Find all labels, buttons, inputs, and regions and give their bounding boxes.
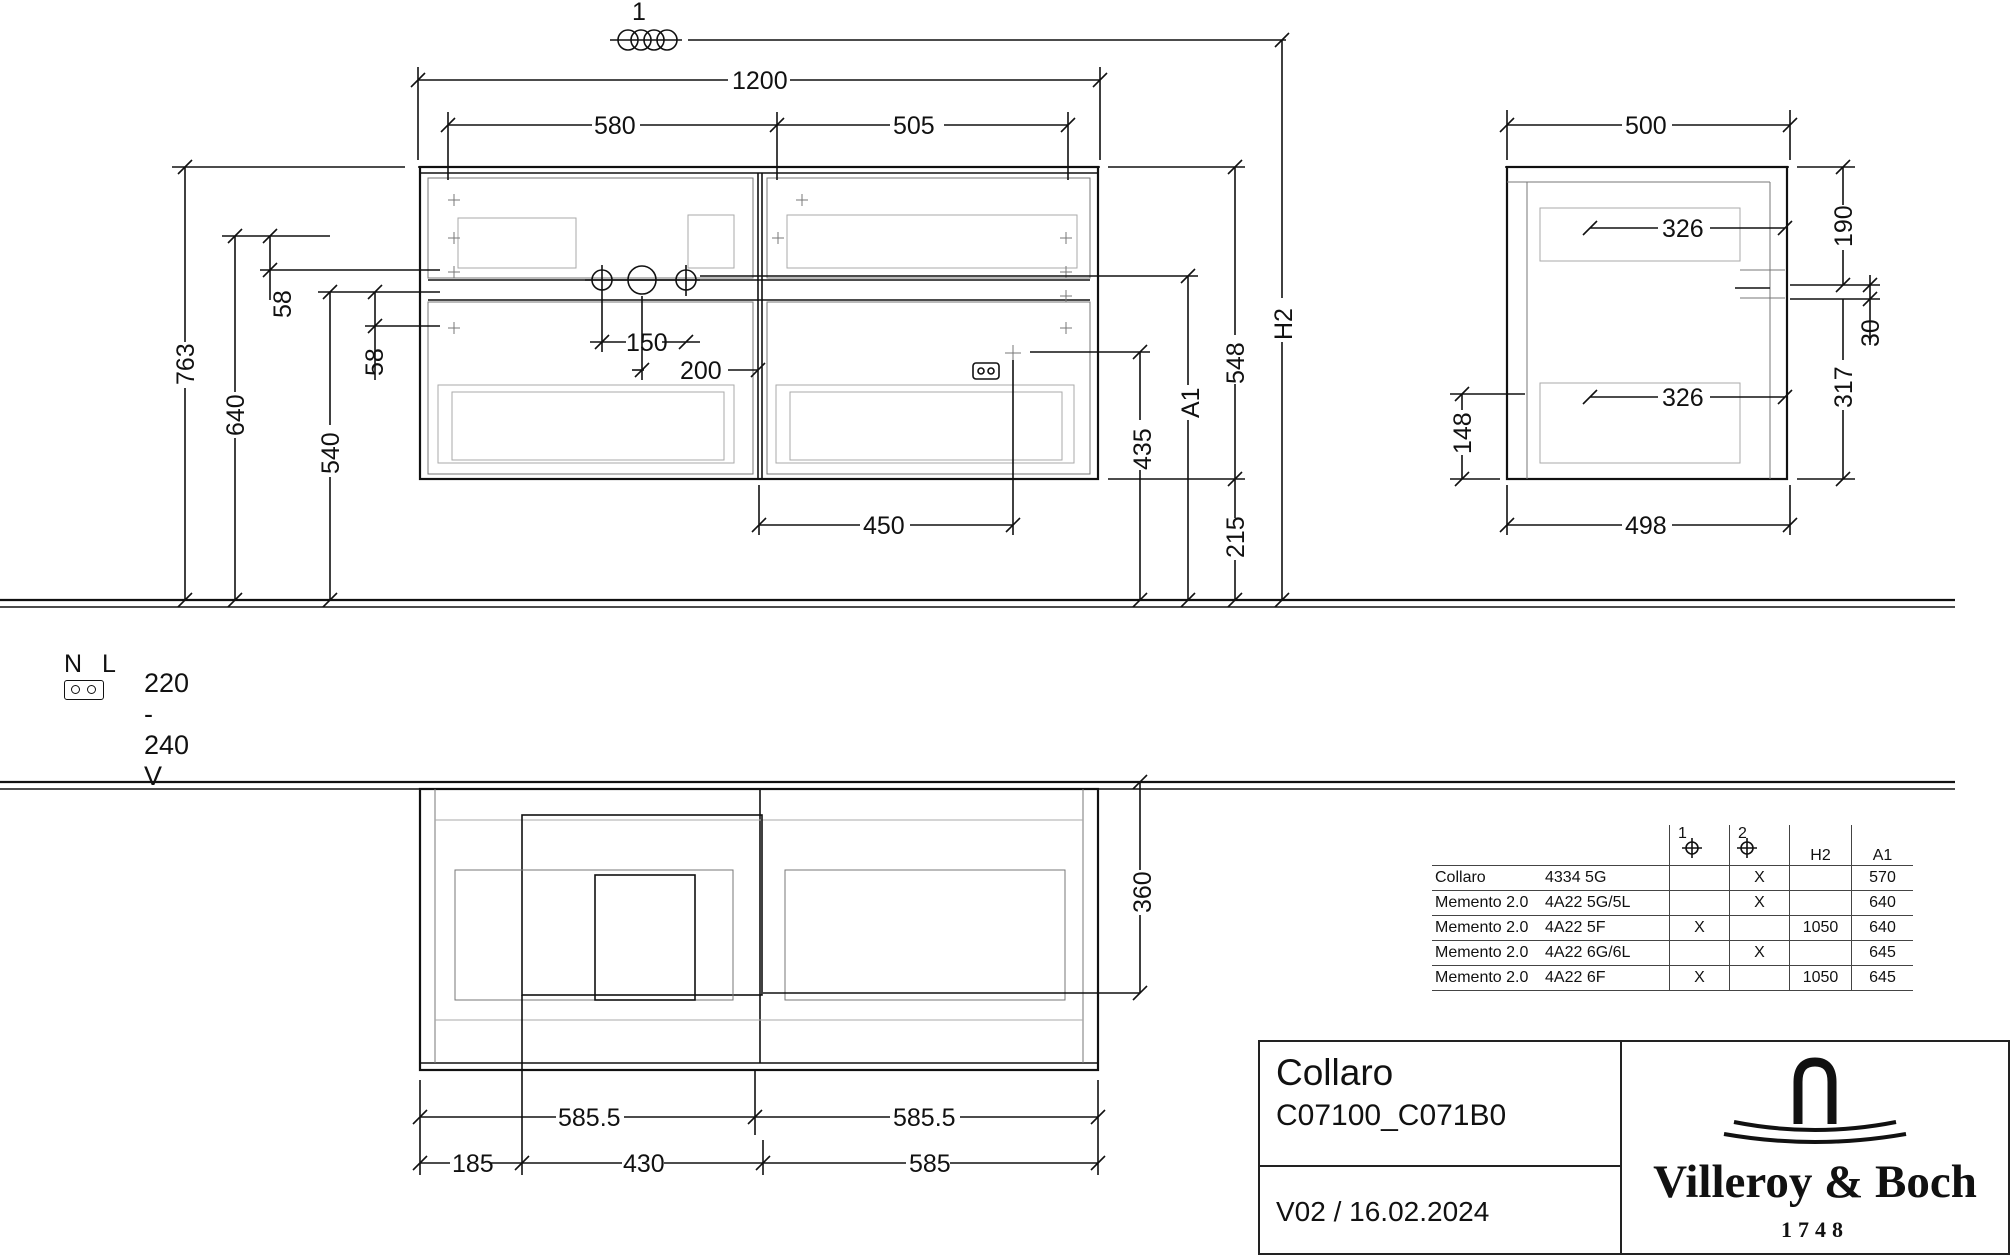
dim-326-bottom: 326 bbox=[1582, 384, 1793, 412]
dim-505: 505 bbox=[777, 112, 1076, 180]
dim-640-label: 640 bbox=[222, 394, 250, 436]
dim-580-label: 580 bbox=[594, 112, 636, 140]
brand-name: Villeroy & Boch bbox=[1653, 1156, 1977, 1208]
socket-icon bbox=[64, 680, 104, 700]
dim-360: 360 bbox=[1129, 774, 1157, 1001]
title-block-info: Collaro C07100_C071B0 V02 / 16.02.2024 bbox=[1260, 1042, 1622, 1253]
dim-200: 200 bbox=[632, 352, 766, 385]
table-row: Memento 2.0 4A22 6G/6L X 645 bbox=[1432, 940, 1913, 966]
dim-58-a-label: 58 bbox=[269, 290, 297, 318]
dim-185-430-585: 185 430 585 bbox=[412, 995, 1106, 1178]
dim-505-label: 505 bbox=[893, 112, 935, 140]
dim-580: 580 bbox=[440, 112, 785, 180]
dim-58-b: 58 bbox=[361, 284, 440, 380]
callout-1: 1 bbox=[610, 0, 1286, 51]
header-col-1: 1 bbox=[1669, 825, 1730, 866]
dim-585-5-left-label: 585.5 bbox=[558, 1104, 621, 1132]
dim-a1-label: A1 bbox=[1177, 387, 1205, 418]
dim-150-label: 150 bbox=[626, 329, 668, 357]
dim-200-label: 200 bbox=[680, 357, 722, 385]
callout-1-label: 1 bbox=[632, 0, 646, 26]
table-row: Memento 2.0 4A22 5F X 1050 640 bbox=[1432, 915, 1913, 941]
floor-line-top bbox=[0, 598, 1955, 608]
dim-500: 500 bbox=[1499, 110, 1798, 160]
dim-30: 30 bbox=[1790, 275, 1885, 347]
dim-326-top-label: 326 bbox=[1662, 215, 1704, 243]
title-block: Collaro C07100_C071B0 V02 / 16.02.2024 V… bbox=[1258, 1040, 2010, 1255]
side-view-cabinet bbox=[1505, 165, 1789, 481]
faucet-logo-icon bbox=[1723, 1057, 1907, 1144]
dim-326-top: 326 bbox=[1582, 215, 1793, 243]
dim-148: 148 bbox=[1449, 386, 1525, 487]
dim-317-label: 317 bbox=[1830, 366, 1858, 408]
voltage-label: 220 - 240 V bbox=[144, 668, 190, 791]
dim-h2: H2 bbox=[1270, 32, 1298, 608]
header-col-2: 2 bbox=[1729, 825, 1790, 866]
header-h2: H2 bbox=[1789, 825, 1852, 866]
header-series bbox=[1432, 825, 1542, 866]
dim-450: 450 bbox=[751, 360, 1021, 540]
brand-year: 1748 bbox=[1781, 1217, 1849, 1242]
dim-30-label: 30 bbox=[1857, 319, 1885, 347]
dim-585-label: 585 bbox=[909, 1150, 951, 1178]
dim-215-label: 215 bbox=[1222, 516, 1250, 558]
dim-763-label: 763 bbox=[172, 343, 200, 385]
dim-498-label: 498 bbox=[1625, 512, 1667, 540]
table-row: Memento 2.0 4A22 5G/5L X 640 bbox=[1432, 890, 1913, 916]
header-a1: A1 bbox=[1851, 825, 1913, 866]
table-row: Collaro 4334 5G X 570 bbox=[1432, 865, 1913, 891]
dim-190: 190 bbox=[1797, 159, 1858, 285]
dim-763: 763 bbox=[172, 159, 405, 608]
dim-540: 540 bbox=[317, 284, 440, 608]
dim-585-5-right-label: 585.5 bbox=[893, 1104, 956, 1132]
dim-430-label: 430 bbox=[623, 1150, 665, 1178]
table-header-row: 1 2 H2 A1 bbox=[1432, 825, 1913, 866]
dim-h2-label: H2 bbox=[1270, 308, 1298, 340]
product-name: Collaro bbox=[1276, 1052, 1394, 1093]
dim-435-label: 435 bbox=[1129, 428, 1157, 470]
dim-548-label: 548 bbox=[1222, 342, 1250, 384]
plan-view-cabinet bbox=[418, 781, 1150, 1072]
dim-215: 215 bbox=[1108, 478, 1250, 608]
neutral-label: N bbox=[64, 650, 83, 678]
table-row: Memento 2.0 4A22 6F X 1050 645 bbox=[1432, 965, 1913, 991]
dim-1200-label: 1200 bbox=[732, 67, 788, 95]
live-label: L bbox=[102, 650, 116, 678]
dim-58-a: 58 bbox=[260, 228, 440, 318]
dim-585-5-left: 585.5 585.5 bbox=[412, 1070, 1106, 1175]
version-date: V02 / 16.02.2024 bbox=[1276, 1196, 1490, 1227]
product-code: C07100_C071B0 bbox=[1276, 1099, 1507, 1132]
dim-317: 317 bbox=[1797, 299, 1858, 487]
dim-148-label: 148 bbox=[1449, 412, 1477, 454]
title-block-divider bbox=[1260, 1165, 1620, 1167]
dim-500-label: 500 bbox=[1625, 112, 1667, 140]
dim-450-label: 450 bbox=[863, 512, 905, 540]
spec-table: 1 2 H2 A1 Collaro 4334 5G X 570 Memento … bbox=[1432, 825, 1913, 991]
dim-435: 435 bbox=[1030, 344, 1157, 608]
dim-360-label: 360 bbox=[1129, 871, 1157, 913]
socket-icon bbox=[972, 362, 1000, 380]
dim-150: 150 bbox=[590, 296, 700, 357]
dim-540-label: 540 bbox=[317, 432, 345, 474]
dim-326-bottom-label: 326 bbox=[1662, 384, 1704, 412]
header-code bbox=[1542, 825, 1670, 866]
dim-190-label: 190 bbox=[1830, 205, 1858, 247]
dim-a1: A1 bbox=[700, 268, 1205, 608]
brand-logo: Villeroy & Boch 1748 bbox=[1622, 1042, 2008, 1253]
dim-185-label: 185 bbox=[452, 1150, 494, 1178]
dim-58-b-label: 58 bbox=[361, 348, 389, 376]
front-view-cabinet bbox=[418, 165, 1100, 481]
dim-498: 498 bbox=[1499, 485, 1798, 540]
dim-width-1200: 1200 bbox=[410, 67, 1108, 160]
dim-640: 640 bbox=[222, 228, 330, 608]
